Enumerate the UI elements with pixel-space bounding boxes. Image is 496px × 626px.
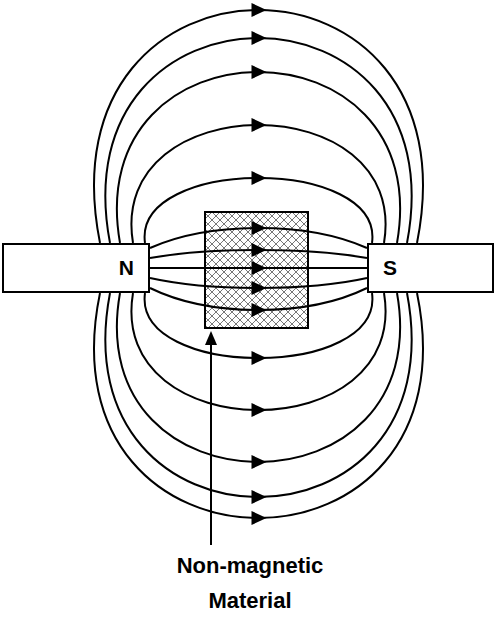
field-line-path bbox=[105, 293, 411, 497]
pole-letter: N bbox=[119, 256, 134, 280]
field-line-path bbox=[117, 293, 400, 462]
leader-arrowhead bbox=[205, 331, 217, 345]
field-line-path bbox=[131, 125, 385, 243]
field-line bbox=[150, 221, 367, 248]
field-line bbox=[131, 118, 385, 243]
field-line bbox=[94, 293, 423, 525]
magnet-south: S bbox=[367, 243, 494, 293]
field-arrowhead bbox=[252, 281, 267, 295]
field-arrowhead bbox=[252, 171, 267, 185]
field-line bbox=[117, 293, 400, 469]
pole-letter: S bbox=[383, 256, 397, 280]
field-line bbox=[145, 293, 373, 365]
field-line-path bbox=[105, 38, 411, 243]
field-line-path bbox=[145, 293, 373, 358]
field-line-path bbox=[94, 10, 423, 243]
field-line bbox=[150, 261, 367, 275]
field-line bbox=[105, 31, 411, 243]
field-line bbox=[105, 293, 411, 504]
field-line bbox=[150, 278, 367, 295]
field-arrowhead bbox=[252, 65, 267, 79]
field-line bbox=[94, 3, 423, 243]
field-line bbox=[117, 65, 400, 243]
field-line bbox=[150, 243, 367, 258]
field-arrowhead bbox=[252, 455, 267, 469]
field-arrowhead bbox=[252, 3, 267, 17]
leader-line bbox=[210, 342, 212, 545]
material-label: Non-magnetic Material bbox=[150, 548, 350, 618]
field-arrowhead bbox=[252, 243, 267, 257]
field-line-path bbox=[94, 293, 423, 518]
field-line-path bbox=[145, 178, 373, 243]
field-arrowhead bbox=[252, 221, 267, 235]
field-line bbox=[150, 288, 367, 317]
field-arrowhead bbox=[252, 261, 267, 275]
field-arrowhead bbox=[252, 511, 267, 525]
field-line-path bbox=[131, 293, 385, 410]
field-arrowhead bbox=[252, 351, 267, 365]
field-arrowhead bbox=[252, 303, 267, 317]
field-line bbox=[131, 293, 385, 417]
magnet-north: N bbox=[2, 243, 150, 293]
field-arrowhead bbox=[252, 490, 267, 504]
field-arrowhead bbox=[252, 403, 267, 417]
field-arrowhead bbox=[252, 31, 267, 45]
field-line-path bbox=[117, 72, 400, 243]
field-line bbox=[145, 171, 373, 243]
field-arrowhead bbox=[252, 118, 267, 132]
